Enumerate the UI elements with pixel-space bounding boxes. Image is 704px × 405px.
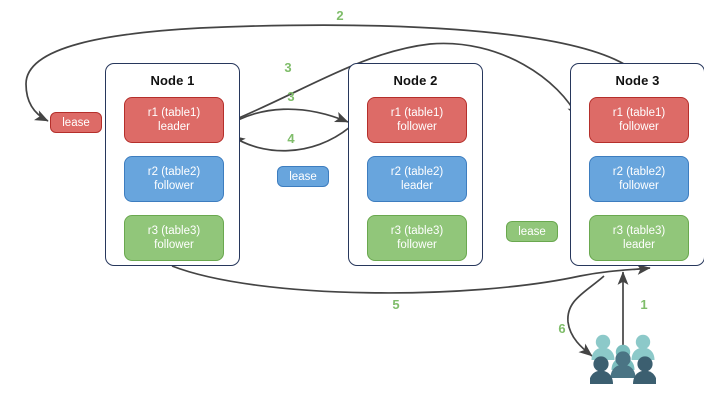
- replica-name: r2 (table2): [612, 166, 666, 178]
- replica-name: r3 (table3): [612, 225, 666, 237]
- step-label-3-upper: 3: [284, 60, 292, 75]
- replica-name: r2 (table2): [147, 166, 201, 178]
- step-label-3-lower: 3: [287, 89, 295, 104]
- lease-label: lease: [518, 225, 546, 238]
- lease-badge-blue[interactable]: lease: [277, 166, 329, 187]
- replica-r3-node1[interactable]: r3 (table3) follower: [124, 215, 224, 261]
- node-box-3[interactable]: Node 3 r1 (table1) follower r2 (table2) …: [570, 63, 704, 266]
- lease-label: lease: [62, 116, 90, 129]
- replica-role: leader: [401, 180, 433, 192]
- node-title: Node 3: [615, 73, 660, 88]
- node-box-1[interactable]: Node 1 r1 (table1) leader r2 (table2) fo…: [105, 63, 240, 266]
- step-label-1: 1: [640, 297, 648, 312]
- replica-r2-node2[interactable]: r2 (table2) leader: [367, 156, 467, 202]
- lease-badge-green[interactable]: lease: [506, 221, 558, 242]
- step-label-5: 5: [392, 297, 400, 312]
- replica-role: follower: [397, 239, 437, 251]
- replica-name: r3 (table3): [390, 225, 444, 237]
- edge-step-5: [171, 264, 651, 294]
- replica-r2-node3[interactable]: r2 (table2) follower: [589, 156, 689, 202]
- replica-role: follower: [154, 180, 194, 192]
- replica-r1-node1[interactable]: r1 (table1) leader: [124, 97, 224, 143]
- replica-name: r3 (table3): [147, 225, 201, 237]
- replica-r3-node2[interactable]: r3 (table3) follower: [367, 215, 467, 261]
- replica-role: follower: [619, 121, 659, 133]
- replica-role: follower: [619, 180, 659, 192]
- edge-step-3-lower: [223, 108, 349, 129]
- replica-r2-node1[interactable]: r2 (table2) follower: [124, 156, 224, 202]
- node-title: Node 1: [150, 73, 195, 88]
- replica-name: r1 (table1): [390, 107, 444, 119]
- step-label-2: 2: [336, 8, 344, 23]
- step-label-6: 6: [558, 321, 566, 336]
- replica-role: follower: [154, 239, 194, 251]
- node-title: Node 2: [393, 73, 438, 88]
- replica-r1-node3[interactable]: r1 (table1) follower: [589, 97, 689, 143]
- replica-role: follower: [397, 121, 437, 133]
- step-label-4: 4: [287, 131, 295, 146]
- lease-badge-red[interactable]: lease: [50, 112, 102, 133]
- replica-role: leader: [623, 239, 655, 251]
- node-box-2[interactable]: Node 2 r1 (table1) follower r2 (table2) …: [348, 63, 483, 266]
- replica-r1-node2[interactable]: r1 (table1) follower: [367, 97, 467, 143]
- replica-name: r2 (table2): [390, 166, 444, 178]
- lease-label: lease: [289, 170, 317, 183]
- replica-name: r1 (table1): [612, 107, 666, 119]
- users-icon: [590, 334, 656, 384]
- replica-name: r1 (table1): [147, 107, 201, 119]
- replica-role: leader: [158, 121, 190, 133]
- replica-r3-node3[interactable]: r3 (table3) leader: [589, 215, 689, 261]
